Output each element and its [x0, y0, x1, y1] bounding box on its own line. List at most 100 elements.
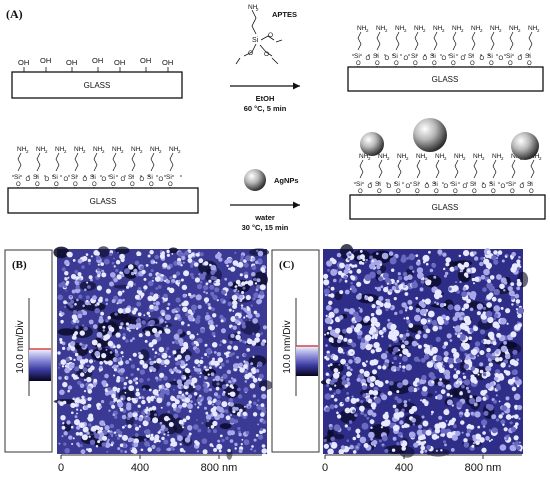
afm-grain — [372, 359, 379, 366]
afm-grain — [411, 340, 418, 347]
amine-label: NH — [131, 146, 141, 153]
afm-valley — [160, 322, 173, 328]
propyl-chain — [473, 159, 478, 179]
glass-label-4: GLASS — [432, 203, 459, 212]
afm-grain — [485, 365, 492, 372]
afm-grain — [513, 435, 519, 441]
propyl-chain — [131, 152, 136, 172]
afm-grain — [187, 324, 190, 327]
afm-grain — [57, 366, 61, 369]
afm-grain — [106, 440, 110, 443]
afm-grain — [79, 444, 83, 448]
anchor-oxygen-label: O — [451, 61, 456, 67]
afm-grain — [160, 424, 166, 430]
afm-grain — [511, 252, 516, 257]
amine-label: NH — [416, 153, 426, 160]
afm-grain — [421, 415, 425, 419]
anchor-oxygen-label: O — [73, 182, 78, 188]
afm-valley — [97, 246, 110, 258]
afm-grain — [488, 362, 493, 367]
afm-grain — [133, 442, 139, 448]
afm-grain — [126, 396, 131, 402]
afm-grain — [179, 447, 184, 453]
afm-grain — [337, 347, 344, 354]
afm-grain — [515, 422, 519, 426]
afm-grain — [81, 265, 85, 269]
afm-grain — [373, 332, 376, 335]
amine-subscript: 2 — [140, 149, 143, 154]
afm-grain — [180, 321, 185, 325]
afm-grain — [515, 299, 521, 304]
afm-grain — [194, 348, 201, 354]
afm-grain — [465, 408, 469, 413]
afm-grain — [334, 404, 338, 409]
afm-grain — [399, 362, 401, 365]
afm-grain — [228, 397, 234, 403]
afm-grain — [151, 444, 156, 449]
afm-grain — [412, 423, 416, 426]
afm-grain — [213, 335, 216, 338]
afm-grain — [234, 251, 237, 254]
afm-valley — [219, 423, 232, 430]
bridge-oxygen-label: O — [518, 56, 523, 62]
afm-grain — [107, 360, 113, 366]
bridge-oxygen-label: O — [520, 184, 525, 190]
afm-grain — [67, 251, 73, 258]
bridge-oxygen-label: O — [159, 177, 164, 183]
afm-grain — [345, 363, 348, 366]
afm-grain — [233, 345, 239, 351]
afm-grain — [81, 399, 86, 405]
propyl-chain — [530, 159, 535, 179]
afm-grain — [393, 356, 398, 361]
afm-grain — [82, 367, 88, 373]
afm-grain — [376, 252, 379, 255]
afm-grain — [173, 333, 180, 340]
afm-grain — [194, 367, 199, 372]
afm-grain — [346, 327, 353, 334]
afm-grain — [166, 347, 170, 351]
afm-grain — [188, 316, 194, 322]
afm-grain — [192, 310, 196, 314]
propyl-chain — [74, 152, 79, 172]
afm-grain — [158, 440, 161, 443]
afm-grain — [356, 434, 361, 439]
afm-grain — [205, 348, 212, 354]
afm-grain — [495, 394, 498, 397]
afm-grain — [158, 392, 165, 399]
afm-grain — [477, 354, 479, 357]
afm-grain — [124, 424, 127, 427]
afm-grain — [516, 303, 519, 307]
hydroxyl-label: OH — [40, 56, 51, 65]
afm-grain — [237, 290, 240, 293]
afm-grain — [158, 389, 161, 392]
afm-grain — [496, 332, 502, 338]
afm-grain — [73, 358, 76, 362]
afm-grain — [402, 271, 408, 277]
silicon-label: Si — [71, 174, 77, 181]
afm-grain — [339, 262, 345, 269]
afm-grain — [158, 385, 162, 389]
afm-grain — [338, 315, 344, 320]
afm-grain — [199, 252, 204, 257]
afm-grain — [323, 438, 327, 443]
afm-grain — [128, 358, 132, 361]
afm-grain — [177, 251, 183, 257]
afm-grain — [324, 317, 332, 324]
afm-grain — [431, 433, 438, 440]
ethyl-bond — [271, 57, 279, 65]
afm-grain — [437, 381, 443, 386]
afm-grain — [82, 426, 89, 433]
afm-grain — [250, 448, 253, 451]
afm-grain — [67, 301, 72, 306]
afm-grain — [415, 254, 419, 257]
afm-grain — [493, 259, 499, 265]
afm-grain — [398, 349, 401, 352]
afm-grain — [137, 287, 142, 291]
afm-grain — [415, 296, 419, 300]
afm-grain — [93, 378, 98, 383]
afm-grain — [425, 429, 432, 436]
afm-grain — [112, 386, 118, 392]
afm-grain — [148, 280, 154, 287]
